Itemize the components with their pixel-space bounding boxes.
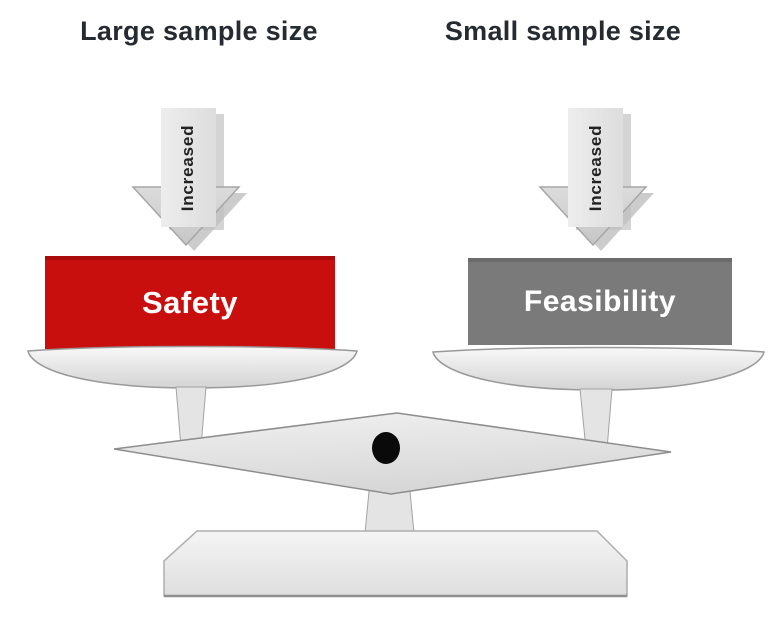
arrow-shaft (568, 108, 623, 227)
safety-weight-block (45, 256, 335, 349)
left-column-title: Large sample size (80, 16, 318, 46)
feasibility-block-top-edge (468, 258, 732, 262)
base (163, 530, 628, 597)
feasibility-weight-block (468, 258, 732, 345)
left-pan (27, 345, 358, 389)
safety-block-label: Safety (141, 284, 239, 320)
increased-arrow-left-label: Increased (178, 124, 197, 212)
right-column-title: Small sample size (444, 16, 682, 46)
feasibility-block-rect (468, 258, 732, 345)
increased-arrow-right-label: Increased (586, 124, 605, 212)
increased-down-arrow-left-icon (131, 108, 247, 251)
safety-block-top-edge (45, 256, 335, 260)
safety-block-rect (45, 256, 335, 349)
increased-down-arrow-right-icon (538, 108, 654, 251)
arrow-shaft (161, 108, 216, 227)
pivot-dot (372, 432, 400, 464)
feasibility-block-label: Feasibility (523, 284, 677, 318)
right-pan (432, 346, 765, 391)
